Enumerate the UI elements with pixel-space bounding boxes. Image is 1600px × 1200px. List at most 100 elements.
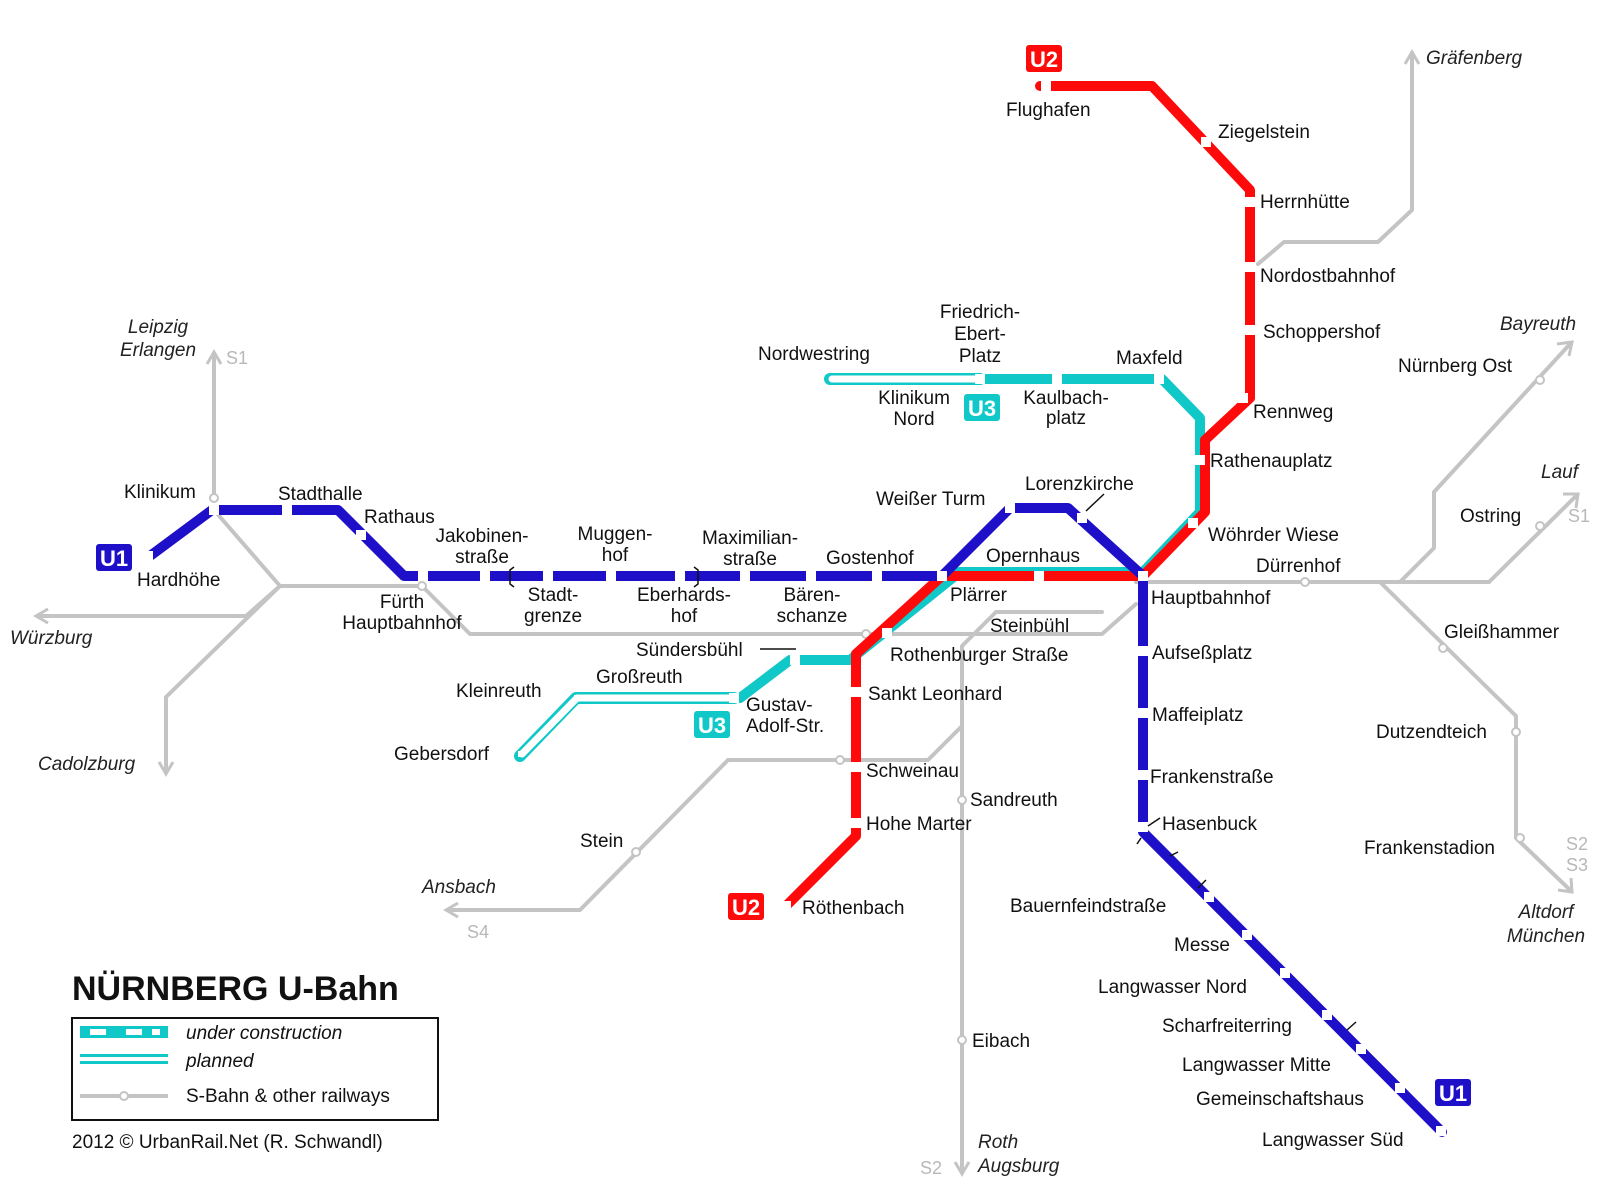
- label-eberhardshof[interactable]: Eberhards-hof: [637, 585, 731, 627]
- label-langwasser-nord[interactable]: Langwasser Nord: [1098, 977, 1247, 998]
- badge-u3-north[interactable]: U3: [964, 394, 1000, 421]
- stop-gostenhof[interactable]: [872, 571, 882, 581]
- label-grossreuth[interactable]: Großreuth: [596, 667, 683, 688]
- stop-nordostbahnhof[interactable]: [1245, 262, 1255, 272]
- label-gebersdorf[interactable]: Gebersdorf: [394, 744, 490, 765]
- label-weisser-turm[interactable]: Weißer Turm: [876, 489, 985, 510]
- stop-lorenzkirche[interactable]: [1077, 513, 1087, 523]
- label-suendersbuehl[interactable]: Sündersbühl: [636, 640, 743, 661]
- stop-eberhardshof[interactable]: [675, 571, 685, 581]
- label-sankt-leonhard[interactable]: Sankt Leonhard: [868, 684, 1002, 705]
- stop-rennweg[interactable]: [1238, 393, 1248, 403]
- label-nuernberg-ost[interactable]: Nürnberg Ost: [1398, 356, 1513, 377]
- stop-schoppershof[interactable]: [1245, 325, 1255, 335]
- badge-u2-south[interactable]: U2: [728, 893, 764, 920]
- label-steinbuehl[interactable]: Steinbühl: [990, 616, 1069, 637]
- stop-stadtgrenze[interactable]: [543, 571, 553, 581]
- stop-plaerrer[interactable]: [937, 571, 947, 581]
- label-rennweg[interactable]: Rennweg: [1253, 402, 1333, 423]
- stop-gemeinschaftshaus[interactable]: [1395, 1083, 1405, 1093]
- label-woehrder-wiese[interactable]: Wöhrder Wiese: [1208, 525, 1339, 546]
- badge-u2-north[interactable]: U2: [1026, 45, 1062, 72]
- stop-rothenburger-strasse[interactable]: [882, 628, 892, 638]
- label-sandreuth[interactable]: Sandreuth: [970, 790, 1058, 811]
- stop-grossreuth[interactable]: [652, 695, 658, 701]
- label-frankenstrasse[interactable]: Frankenstraße: [1150, 767, 1274, 788]
- label-bauernfeindstrasse[interactable]: Bauernfeindstraße: [1010, 896, 1166, 917]
- stop-langwasser-nord[interactable]: [1280, 968, 1290, 978]
- badge-u1-south[interactable]: U1: [1435, 1079, 1471, 1106]
- label-hauptbahnhof[interactable]: Hauptbahnhof: [1151, 588, 1271, 609]
- label-frankenstadion[interactable]: Frankenstadion: [1364, 838, 1495, 859]
- stop-hardhoehe[interactable]: [143, 551, 153, 561]
- stop-sankt-leonhard[interactable]: [851, 687, 861, 697]
- stop-maximilianstrasse[interactable]: [740, 571, 750, 581]
- label-scharfreiterring[interactable]: Scharfreiterring: [1162, 1016, 1292, 1037]
- stop-fuerth-hbf[interactable]: [418, 571, 428, 581]
- label-messe[interactable]: Messe: [1174, 935, 1230, 956]
- stop-stadthalle[interactable]: [282, 505, 292, 515]
- stop-ziegelstein[interactable]: [1201, 137, 1211, 147]
- label-rathenauplatz[interactable]: Rathenauplatz: [1210, 451, 1333, 472]
- label-schoppershof[interactable]: Schoppershof: [1263, 322, 1381, 343]
- label-jakobinenstrasse[interactable]: Jakobinen-straße: [436, 526, 529, 568]
- stop-scharfreiterring[interactable]: [1322, 1010, 1332, 1020]
- stop-herrnhuette[interactable]: [1245, 197, 1255, 207]
- label-ostring[interactable]: Ostring: [1460, 506, 1521, 527]
- label-rathaus[interactable]: Rathaus: [364, 507, 435, 528]
- label-stein[interactable]: Stein: [580, 831, 623, 852]
- label-kleinreuth[interactable]: Kleinreuth: [456, 681, 542, 702]
- stop-bauernfeindstrasse[interactable]: [1204, 892, 1214, 902]
- label-ziegelstein[interactable]: Ziegelstein: [1218, 122, 1310, 143]
- stop-klinikum-nord[interactable]: [906, 376, 912, 382]
- stop-kaulbachplatz[interactable]: [1052, 374, 1062, 384]
- stop-hasenbuck[interactable]: [1138, 822, 1148, 832]
- stop-langwasser-sued[interactable]: [1436, 1126, 1446, 1136]
- label-muggenhof[interactable]: Muggen-hof: [578, 524, 653, 566]
- stop-baerenschanze[interactable]: [806, 571, 816, 581]
- stop-opernhaus[interactable]: [1034, 571, 1044, 581]
- label-maxfeld[interactable]: Maxfeld: [1116, 348, 1183, 369]
- stop-hohe-marter[interactable]: [851, 818, 861, 828]
- label-maximilianstrasse[interactable]: Maximilian-straße: [702, 528, 798, 570]
- stop-muggenhof[interactable]: [606, 571, 616, 581]
- stop-friedrich-ebert-platz[interactable]: [975, 374, 985, 384]
- stop-maffeiplatz[interactable]: [1138, 708, 1148, 718]
- stop-maxfeld[interactable]: [1154, 374, 1164, 384]
- label-duerrenhof[interactable]: Dürrenhof: [1256, 556, 1341, 577]
- label-aufsessplatz[interactable]: Aufseßplatz: [1152, 643, 1252, 664]
- label-stadtgrenze[interactable]: Stadt-grenze: [524, 585, 582, 627]
- stop-gebersdorf[interactable]: [518, 751, 524, 757]
- stop-jakobinenstrasse[interactable]: [480, 571, 490, 581]
- label-stadthalle[interactable]: Stadthalle: [278, 484, 363, 505]
- badge-u1-west[interactable]: U1: [96, 544, 132, 571]
- label-friedrich-ebert-platz[interactable]: Friedrich-Ebert-Platz: [940, 302, 1020, 367]
- label-roethenbach[interactable]: Röthenbach: [802, 898, 904, 919]
- label-gostenhof[interactable]: Gostenhof: [826, 548, 914, 569]
- label-gustav-adolf-str[interactable]: Gustav-Adolf-Str.: [746, 695, 824, 737]
- stop-hauptbahnhof[interactable]: [1138, 571, 1148, 581]
- label-baerenschanze[interactable]: Bären-schanze: [777, 585, 848, 627]
- stop-langwasser-mitte[interactable]: [1356, 1044, 1366, 1054]
- label-hohe-marter[interactable]: Hohe Marter: [866, 814, 972, 835]
- label-lorenzkirche[interactable]: Lorenzkirche: [1025, 474, 1134, 495]
- label-nordostbahnhof[interactable]: Nordostbahnhof: [1260, 266, 1396, 287]
- label-maffeiplatz[interactable]: Maffeiplatz: [1152, 705, 1244, 726]
- label-dutzendteich[interactable]: Dutzendteich: [1376, 722, 1487, 743]
- label-nordwestring[interactable]: Nordwestring: [758, 344, 870, 365]
- stop-rathaus[interactable]: [356, 530, 366, 540]
- label-langwasser-mitte[interactable]: Langwasser Mitte: [1182, 1055, 1331, 1076]
- label-eibach[interactable]: Eibach: [972, 1031, 1030, 1052]
- label-flughafen[interactable]: Flughafen: [1006, 100, 1091, 121]
- label-gleisshammer[interactable]: Gleißhammer: [1444, 622, 1560, 643]
- label-herrnhuette[interactable]: Herrnhütte: [1260, 192, 1350, 213]
- stop-aufsessplatz[interactable]: [1138, 646, 1148, 656]
- label-langwasser-sued[interactable]: Langwasser Süd: [1262, 1130, 1404, 1151]
- label-schweinau[interactable]: Schweinau: [866, 761, 959, 782]
- badge-u3-south[interactable]: U3: [694, 711, 730, 738]
- stop-messe[interactable]: [1242, 930, 1252, 940]
- label-hardhoehe[interactable]: Hardhöhe: [137, 570, 220, 591]
- stop-rathenauplatz[interactable]: [1195, 455, 1205, 465]
- label-hasenbuck[interactable]: Hasenbuck: [1162, 814, 1258, 835]
